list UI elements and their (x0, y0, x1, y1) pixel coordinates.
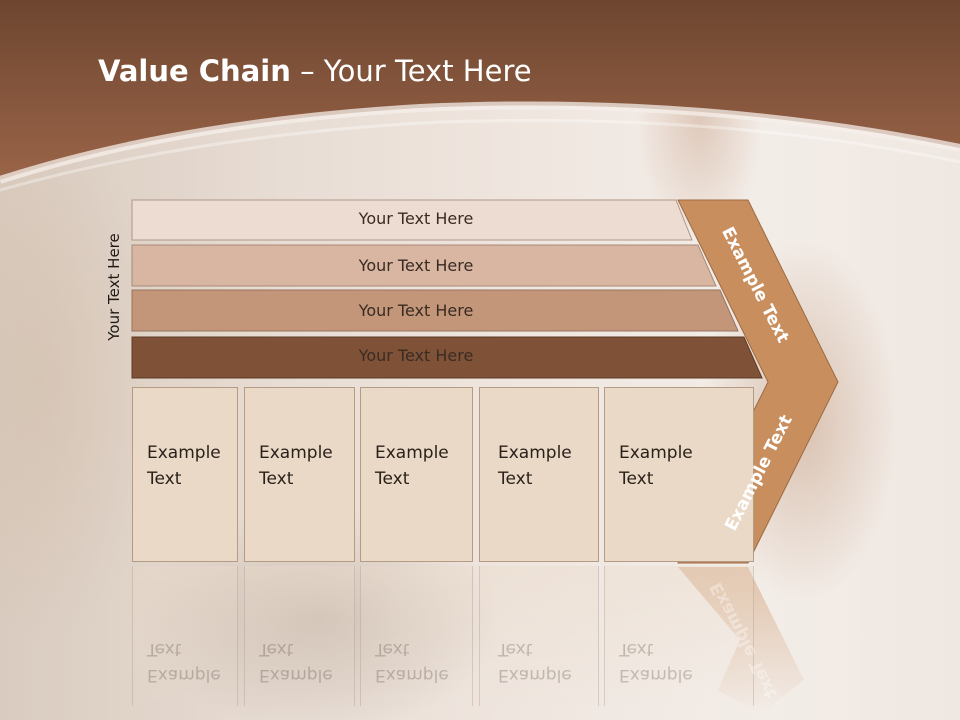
support-bar-1 (131, 199, 693, 241)
page-title: Value Chain – Your Text Here (98, 54, 532, 88)
box-4-line1: Example (498, 443, 572, 463)
box-1-line2: Text (147, 469, 182, 489)
support-bar-3 (131, 289, 739, 332)
reflection-2-line1: Example (259, 665, 333, 685)
header-band (0, 0, 960, 192)
reflection-2-line2: Text (259, 639, 294, 659)
reflection-5-line2: Text (619, 639, 654, 659)
box-reflection-1: Example Text (132, 566, 238, 706)
box-4-line2: Text (498, 469, 533, 489)
box-3-line2: Text (375, 469, 410, 489)
box-reflection-4: Example Text (479, 566, 599, 706)
box-2-line1: Example (259, 443, 333, 463)
support-bar-label-3: Your Text Here (358, 301, 474, 320)
support-bar-label-1: Your Text Here (358, 209, 474, 228)
box-5-line1: Example (619, 443, 693, 463)
box-5-line2: Text (619, 469, 654, 489)
box-reflection-3: Example Text (360, 566, 473, 706)
margin-arrow (677, 199, 839, 564)
reflection-3-line1: Example (375, 665, 449, 685)
margin-arrow-reflection (678, 567, 804, 715)
support-bar-4 (131, 336, 763, 379)
reflection-1-line2: Text (147, 639, 182, 659)
box-3-line1: Example (375, 443, 449, 463)
reflection-1-line1: Example (147, 665, 221, 685)
box-1-line1: Example (147, 443, 221, 463)
support-bar-label-2: Your Text Here (358, 256, 474, 275)
box-reflection-5: Example Text (604, 566, 754, 706)
box-reflection-2: Example Text (244, 566, 355, 706)
title-rest: – Your Text Here (290, 54, 532, 88)
support-bar-label-4: Your Text Here (358, 346, 474, 365)
box-2-line2: Text (259, 469, 294, 489)
reflection-4-line2: Text (498, 639, 533, 659)
support-bar-2 (131, 244, 717, 287)
reflection-5-line1: Example (619, 665, 693, 685)
title-bold: Value Chain (98, 54, 291, 88)
reflection-4-line1: Example (498, 665, 572, 685)
reflection-3-line2: Text (375, 639, 410, 659)
